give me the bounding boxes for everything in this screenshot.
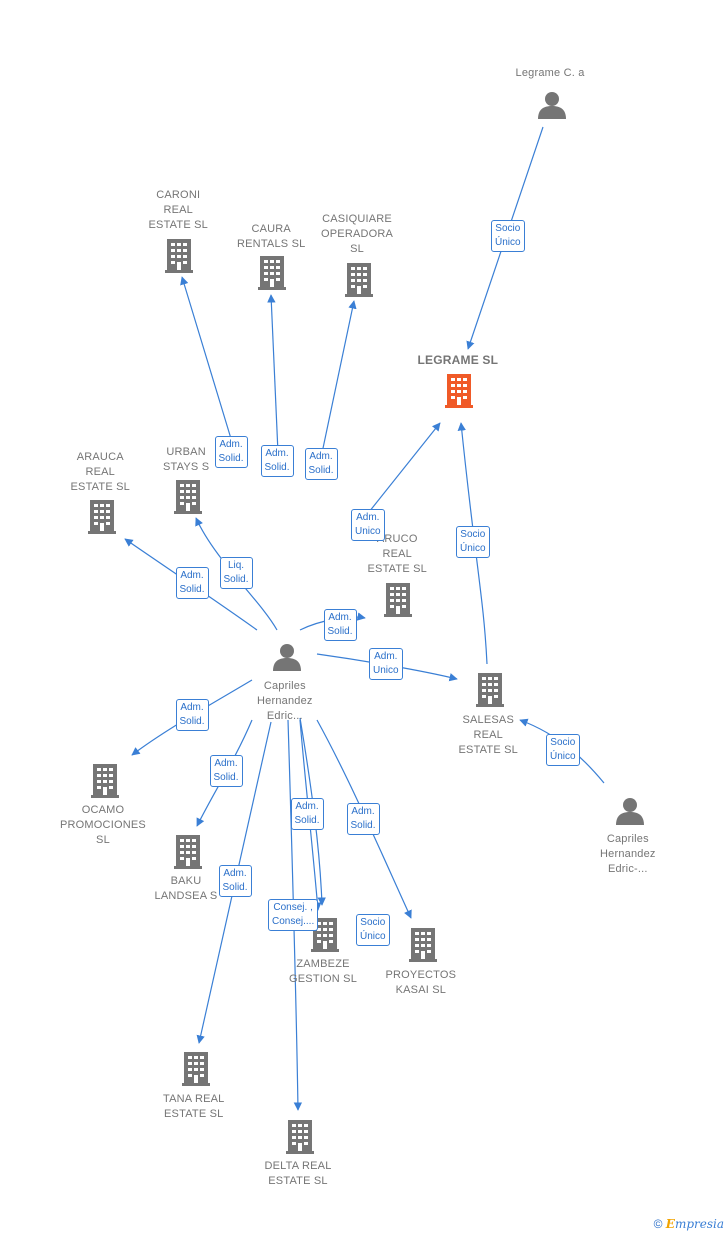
edge-label-capriles2-to-salesas[interactable]: Socio Único <box>546 734 580 766</box>
node-label-ocamo[interactable]: OCAMO PROMOCIONES SL <box>60 804 146 846</box>
building-icon-ocamo[interactable] <box>91 764 119 798</box>
building-icon-baku[interactable] <box>174 835 202 869</box>
edge-label-capriles1-to-casiquiare[interactable]: Adm. Solid. <box>304 448 338 480</box>
building-icon-legrame[interactable] <box>445 374 473 408</box>
node-label-aruco[interactable]: ARUCO REAL ESTATE SL <box>367 533 427 575</box>
person-icon-capriles1[interactable] <box>273 644 301 671</box>
building-icon-caura[interactable] <box>258 256 286 290</box>
edge-label-capriles1-to-baku[interactable]: Adm. Solid. <box>209 755 243 787</box>
node-label-urban[interactable]: URBAN STAYS S <box>163 446 210 473</box>
person-icon-capriles2[interactable] <box>616 798 644 825</box>
node-label-capriles1[interactable]: Capriles Hernandez Edric... <box>257 680 313 722</box>
building-icon-tana[interactable] <box>182 1052 210 1086</box>
edge-capriles1-to-legrame <box>368 422 441 513</box>
edge-label-capriles1-to-legrame[interactable]: Adm. Unico <box>351 509 385 541</box>
building-icon-salesas[interactable] <box>476 673 504 707</box>
building-icon-arauca[interactable] <box>88 500 116 534</box>
node-label-casiquiare[interactable]: CASIQUIARE OPERADORA SL <box>321 213 394 255</box>
node-label-legrame_ca[interactable]: Legrame C. a <box>515 67 585 79</box>
edge-label-capriles1-to-zambeze[interactable]: Adm. Solid. <box>290 798 324 830</box>
edge-salesas-to-legrame <box>457 422 488 665</box>
edge-label-capriles1-to-proyectos[interactable]: Adm. Solid. <box>346 803 380 835</box>
node-label-delta[interactable]: DELTA REAL ESTATE SL <box>264 1160 332 1187</box>
edge-label-capriles1-to-urban[interactable]: Liq. Solid. <box>219 557 253 589</box>
node-label-tana[interactable]: TANA REAL ESTATE SL <box>163 1093 225 1120</box>
node-label-legrame[interactable]: LEGRAME SL <box>417 353 499 367</box>
node-label-baku[interactable]: BAKU LANDSEA S <box>154 875 218 902</box>
node-label-salesas[interactable]: SALESAS REAL ESTATE SL <box>458 714 518 756</box>
edge-capriles1-to-casiquiare <box>321 300 357 454</box>
edge-label-capriles1-to-tana[interactable]: Adm. Solid. <box>218 865 252 897</box>
edge-capriles1-to-caura <box>267 294 279 454</box>
edge-label-capriles1-to-delta[interactable]: Consej. , Consej.... <box>268 899 319 931</box>
edge-label-capriles1-to-arauca[interactable]: Adm. Solid. <box>175 567 209 599</box>
person-icon-legrame_ca[interactable] <box>538 92 566 119</box>
edge-label-capriles1-to-ocamo[interactable]: Adm. Solid. <box>175 699 209 731</box>
footer-brand: © Empresia <box>654 1217 724 1231</box>
building-icon-urban[interactable] <box>174 480 202 514</box>
edge-label-capriles1-to-aruco[interactable]: Adm. Solid. <box>323 609 357 641</box>
building-icon-aruco[interactable] <box>384 583 412 617</box>
node-label-capriles2[interactable]: Capriles Hernandez Edric-... <box>600 833 656 875</box>
building-icon-delta[interactable] <box>286 1120 314 1154</box>
edge-label-capriles1-to-caroni[interactable]: Adm. Solid. <box>214 436 248 468</box>
building-icon-caroni[interactable] <box>165 239 193 273</box>
edge-label-capriles1-to-caura[interactable]: Adm. Solid. <box>260 445 294 477</box>
brand-logo: Empresia <box>665 1217 724 1231</box>
edge-capriles1-to-caroni <box>180 276 233 443</box>
edge-label-salesas-to-legrame[interactable]: Socio Único <box>456 526 490 558</box>
building-icon-casiquiare[interactable] <box>345 263 373 297</box>
building-icon-proyectos[interactable] <box>409 928 437 962</box>
node-label-proyectos[interactable]: PROYECTOS KASAI SL <box>385 969 457 996</box>
node-label-arauca[interactable]: ARAUCA REAL ESTATE SL <box>70 451 130 493</box>
edge-label-capriles1-to-salesas[interactable]: Adm. Unico <box>369 648 403 680</box>
edge-label-capriles1-to-zambeze[interactable]: Socio Único <box>356 914 390 946</box>
edge-label-legrame_ca-to-legrame[interactable]: Socio Único <box>491 220 525 252</box>
node-label-zambeze[interactable]: ZAMBEZE GESTION SL <box>289 958 358 985</box>
copyright-symbol: © <box>653 1217 663 1231</box>
node-label-caroni[interactable]: CARONI REAL ESTATE SL <box>148 189 208 231</box>
node-label-caura[interactable]: CAURA RENTALS SL <box>237 223 306 250</box>
